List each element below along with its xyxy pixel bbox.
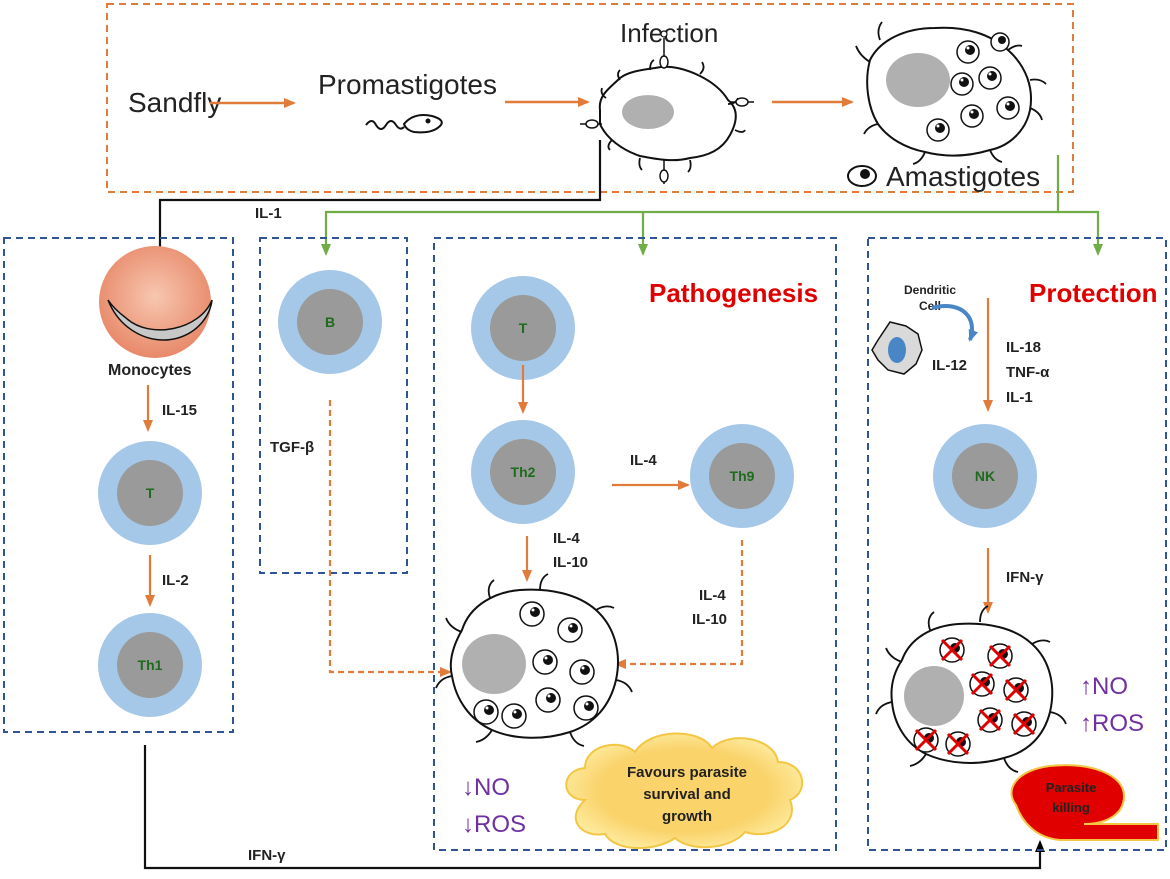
arrow-b-macrophage (328, 400, 452, 677)
killing-line2: killing (1052, 800, 1090, 815)
th1-cell-label: Th1 (138, 657, 163, 673)
t-cell-pathogenesis (471, 276, 575, 380)
il2-label: IL-2 (162, 572, 189, 589)
killing-line1: Parasite (1046, 780, 1097, 795)
protection-macrophage-icon (875, 605, 1067, 773)
green-connector-protection (1058, 210, 1103, 256)
promastigotes-label: Promastigotes (318, 69, 497, 100)
il10-right-label: IL-10 (692, 611, 727, 628)
amastigote-macrophage-icon (855, 21, 1047, 165)
green-connector-b (321, 155, 1060, 256)
t-cell-label-monocyte: T (146, 485, 155, 501)
ifn-bottom-label: IFN-γ (248, 847, 286, 864)
arrow-th9-macrophage (614, 540, 744, 669)
il4-right-label: IL-4 (699, 587, 726, 604)
il12-label: IL-12 (932, 357, 967, 374)
dendritic-line2: Cell (919, 299, 941, 313)
il18-label: IL-18 (1006, 339, 1041, 356)
il4-arrow-label: IL-4 (630, 452, 657, 469)
pathogenesis-macrophage-icon (435, 573, 633, 747)
cloud-line2: survival and (643, 786, 731, 803)
th1-cell (98, 613, 202, 717)
cloud-line1: Favours parasite (627, 764, 747, 781)
th2-cell (471, 420, 575, 524)
ros-down-label: ↓ROS (462, 811, 526, 838)
th2-cell-label: Th2 (511, 464, 536, 480)
amastigote-legend-icon (847, 165, 877, 187)
promastigote-icon (365, 114, 443, 134)
monocyte-panel-border (3, 237, 234, 733)
il4-left-label: IL-4 (553, 530, 580, 547)
ifn-label: IFN-γ (1006, 569, 1044, 586)
il10-left-label: IL-10 (553, 554, 588, 571)
b-panel-border (259, 237, 408, 574)
amastigotes-label: Amastigotes (886, 161, 1040, 192)
nk-cell (933, 424, 1037, 528)
t-cell-label-pathogenesis: T (519, 320, 528, 336)
cloud-line3: growth (662, 808, 712, 825)
protection-panel-border (867, 237, 1167, 851)
dendritic-line1: Dendritic (904, 283, 956, 297)
th9-cell (690, 424, 794, 528)
nk-cell-label: NK (975, 468, 995, 484)
parasite-survival-cloud (565, 732, 804, 849)
no-down-label: ↓NO (462, 774, 510, 801)
b-cell-label: B (325, 314, 335, 330)
infection-label: Infection (620, 18, 718, 48)
il15-label: IL-15 (162, 402, 197, 419)
t-cell-monocyte-panel (98, 441, 202, 545)
connector-th1-killing (143, 745, 1045, 870)
dendritic-cell-icon (871, 321, 923, 375)
pathogenesis-title: Pathogenesis (649, 278, 818, 308)
il1-left-label: IL-1 (255, 205, 282, 222)
monocytes-label: Monocytes (108, 362, 192, 379)
protection-title: Protection (1029, 278, 1158, 308)
dendritic-arrow-icon (931, 304, 979, 342)
infection-panel-border (106, 3, 1074, 193)
infected-macrophage-icon (580, 30, 754, 184)
monocyte-icon (99, 246, 213, 358)
ros-up-label: ↑ROS (1080, 710, 1144, 737)
tnf-label: TNF-α (1006, 364, 1050, 381)
pathogenesis-panel-border (433, 237, 837, 851)
connector-infection-monocyte (158, 140, 602, 280)
th9-cell-label: Th9 (730, 468, 755, 484)
il1-label: IL-1 (1006, 389, 1033, 406)
b-cell (278, 270, 382, 374)
parasite-killing-shape (1010, 764, 1159, 841)
sandfly-label: Sandfly (128, 87, 221, 118)
no-up-label: ↑NO (1080, 673, 1128, 700)
tgf-label: TGF-β (270, 439, 314, 456)
